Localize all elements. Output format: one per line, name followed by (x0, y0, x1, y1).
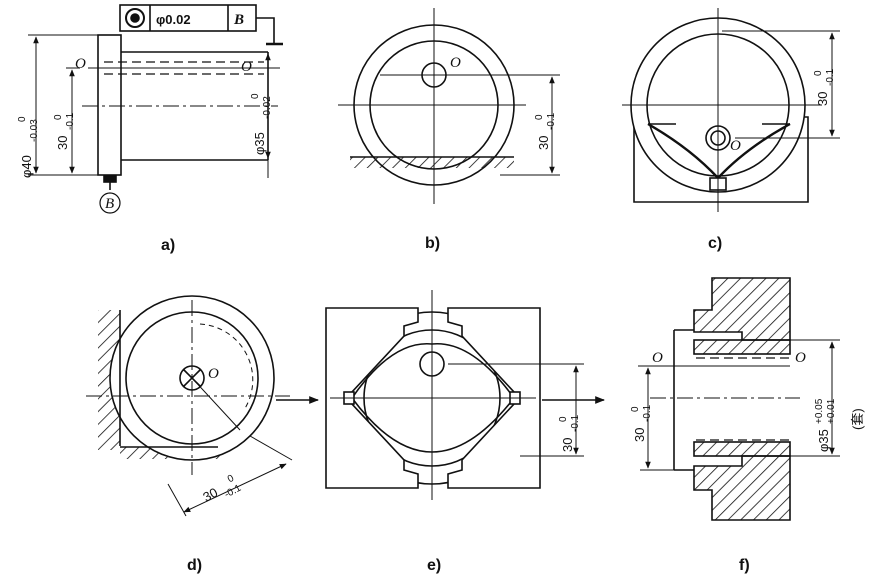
dim-d35-low: -0.02 (262, 96, 273, 119)
dim-b: 30 (536, 136, 551, 150)
caption-e: e) (427, 557, 441, 574)
panel-e: 30 0 -0.1 (325, 290, 584, 500)
center-o-c: O (730, 138, 741, 154)
datum-b-label: B (105, 196, 114, 212)
panel-c: O 30 0 -0.1 (622, 8, 840, 212)
dim-c: 30 (815, 92, 830, 106)
center-o-right: O (241, 59, 252, 75)
caption-b: b) (425, 235, 440, 252)
center-o-d: O (208, 366, 219, 382)
panel-d: O 30 0 -0.1 (86, 295, 293, 517)
caption-f: f) (739, 557, 750, 574)
dim-h30-up: 0 (53, 114, 64, 120)
note-sleeve: (套) (850, 408, 865, 430)
dim-f-d35-low: +0.01 (826, 398, 837, 424)
caption-a: a) (161, 237, 175, 254)
panel-a: φ0.02 B B O O (17, 4, 283, 214)
datum-ref-letter: B (233, 12, 244, 28)
dim-f-h30-low: -0.1 (642, 404, 653, 422)
dim-d-up: 0 (226, 473, 236, 486)
dim-e-up: 0 (558, 416, 569, 422)
dim-d40-up: 0 (17, 116, 28, 122)
dim-c-low: -0.1 (825, 68, 836, 86)
dim-e-low: -0.1 (570, 414, 581, 432)
caption-c: c) (708, 235, 722, 252)
dim-b-up: 0 (534, 114, 545, 120)
dim-e: 30 (560, 438, 575, 452)
tolerance-value: φ0.02 (156, 12, 191, 27)
center-o-left: O (75, 56, 86, 72)
dim-h30-low: -0.1 (65, 112, 76, 130)
dim-f-d35-up: +0.05 (814, 398, 825, 424)
dim-d35: φ35 (252, 132, 267, 155)
panel-f: O O 30 0 -0.1 φ35 +0.05 +0.01 (套) (630, 277, 865, 521)
dim-d40-low: -0.03 (29, 119, 40, 142)
dim-c-up: 0 (813, 70, 824, 76)
dim-f-d35: φ35 (816, 429, 831, 452)
feature-control-frame: φ0.02 B (119, 4, 283, 46)
dim-d40: φ40 (19, 155, 34, 178)
dim-b-low: -0.1 (546, 112, 557, 130)
center-o-b: O (450, 55, 461, 71)
dim-d: 30 (200, 485, 220, 505)
dim-h30: 30 (55, 136, 70, 150)
center-o-f-left: O (652, 350, 663, 366)
dim-f-h30-up: 0 (630, 406, 641, 412)
panel-b: O 30 0 -0.1 (338, 8, 560, 204)
center-o-f-right: O (795, 350, 806, 366)
dim-d35-up: 0 (250, 93, 261, 99)
caption-d: d) (187, 557, 202, 574)
dim-f-h30: 30 (632, 428, 647, 442)
